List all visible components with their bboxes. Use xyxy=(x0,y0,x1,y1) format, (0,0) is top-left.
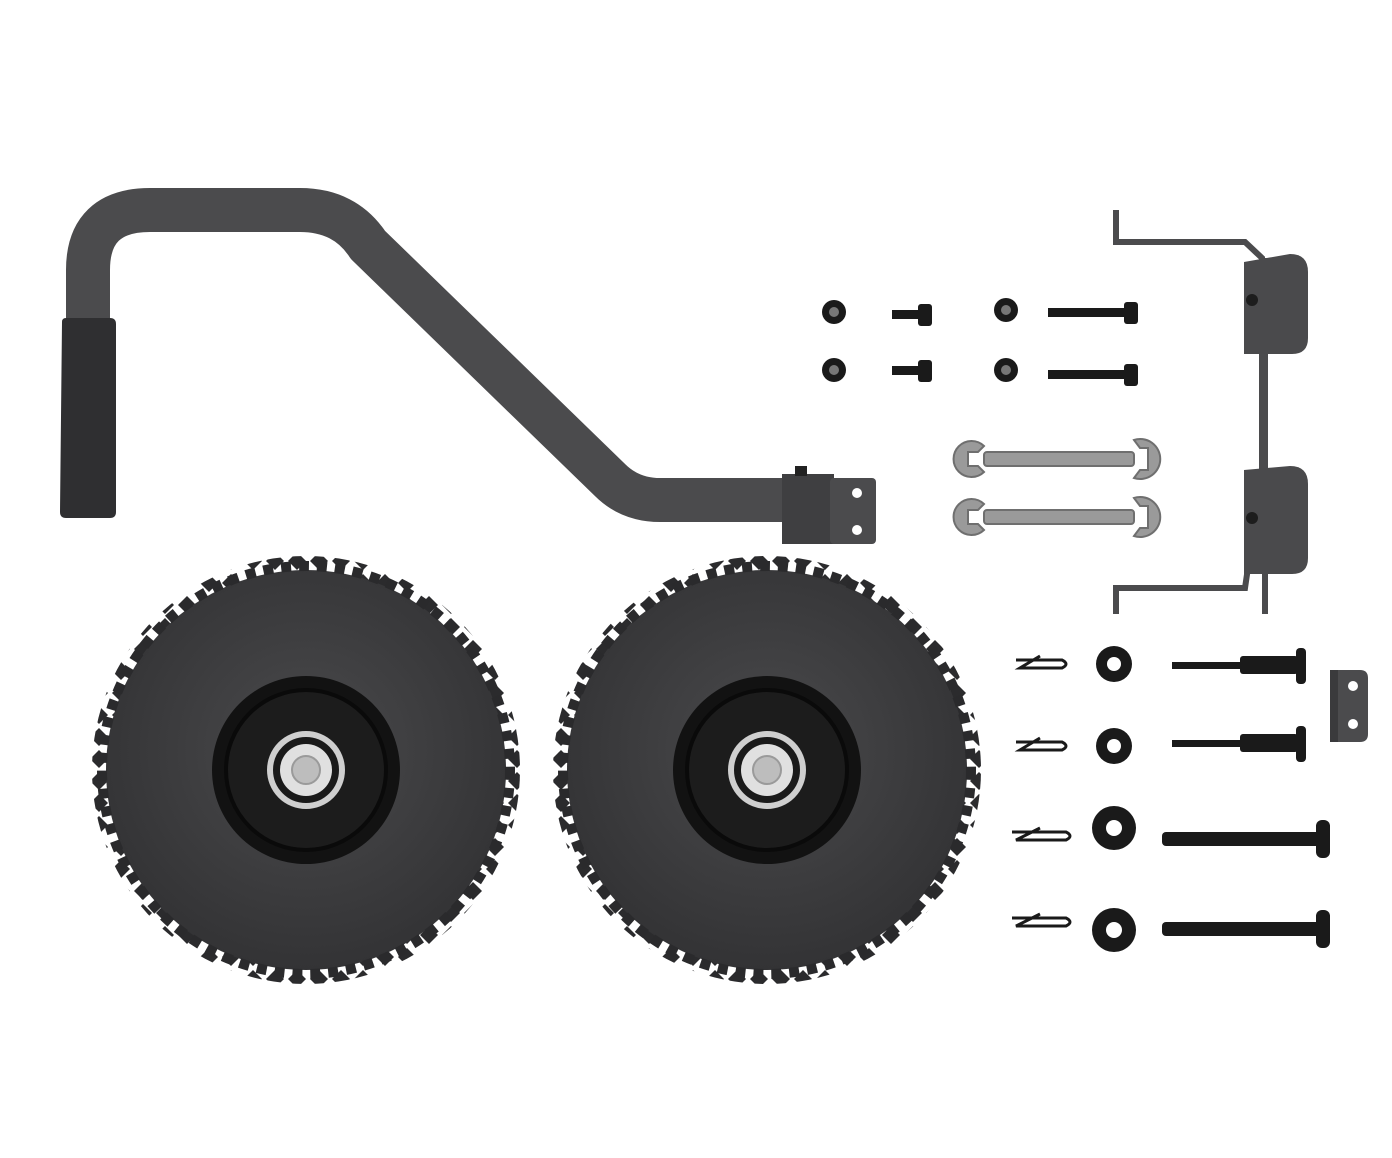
handle-grip xyxy=(60,318,116,518)
washers xyxy=(1092,646,1136,952)
handle-bar xyxy=(60,188,876,544)
hex-nuts xyxy=(822,298,1018,382)
clip-icon xyxy=(1012,826,1072,842)
wrenches xyxy=(952,438,1162,538)
clip-icon xyxy=(1014,736,1068,752)
clip-icon xyxy=(1014,654,1068,670)
wheel-right xyxy=(553,556,981,984)
bolts xyxy=(892,302,1138,386)
hair-pin-clips xyxy=(1012,654,1072,928)
clip-icon xyxy=(1012,912,1072,928)
wheel-left xyxy=(92,556,520,984)
wheel-bracket xyxy=(1113,210,1308,614)
small-plate xyxy=(1330,670,1368,742)
axle-pins xyxy=(1162,648,1330,948)
